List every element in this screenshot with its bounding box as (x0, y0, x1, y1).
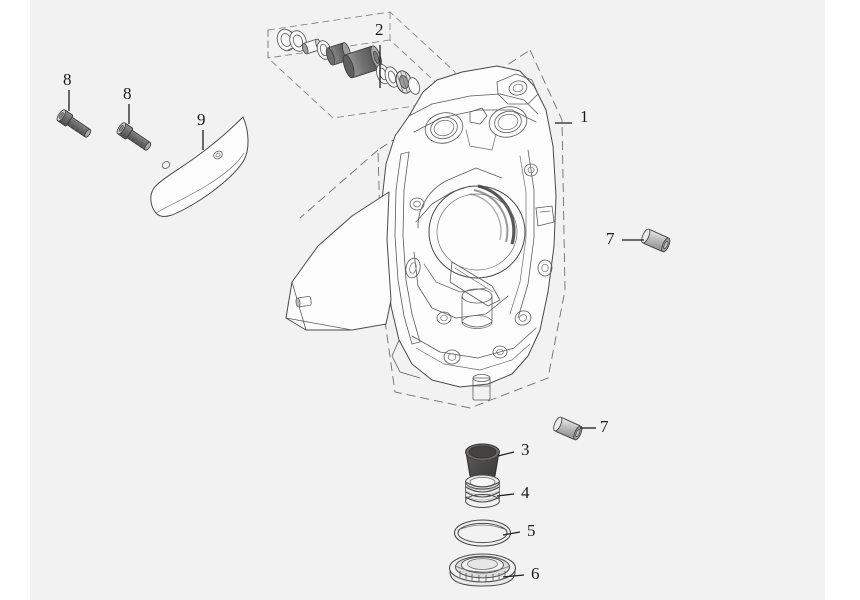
shaft-assembly (276, 28, 421, 95)
part-2-shaft-seal-kit-group (267, 11, 456, 119)
callout-label-9: 9 (197, 110, 206, 129)
callout-label-4: 4 (521, 483, 530, 502)
callout-label-7-a: 7 (606, 229, 615, 248)
callout-label-8-b: 8 (123, 84, 132, 103)
part-9-gasket-group (150, 116, 249, 217)
part-3-strainer-cap (465, 443, 515, 481)
callout-label-5: 5 (527, 521, 536, 540)
callout-label-1: 1 (580, 107, 589, 126)
part-1-crankcase-group (285, 49, 572, 409)
part-7-dowel-pin-b (553, 416, 596, 441)
part-4-filter-spring (465, 474, 515, 508)
part-6-lock-ring (448, 553, 525, 587)
callout-label-2: 2 (375, 20, 384, 39)
part-7-dowel-pin-a (622, 228, 671, 253)
part-8-bolt-b (116, 104, 152, 151)
callout-label-8-a: 8 (63, 70, 72, 89)
bolt-bosses (405, 163, 553, 365)
callout-label-6: 6 (531, 564, 540, 583)
callout-label-7-b: 7 (600, 417, 609, 436)
callout-label-3: 3 (521, 440, 530, 459)
part-8-bolt-a (56, 90, 92, 138)
crank-chamber (417, 167, 526, 279)
part-5-o-ring (453, 519, 521, 547)
drain-boss (472, 373, 491, 401)
